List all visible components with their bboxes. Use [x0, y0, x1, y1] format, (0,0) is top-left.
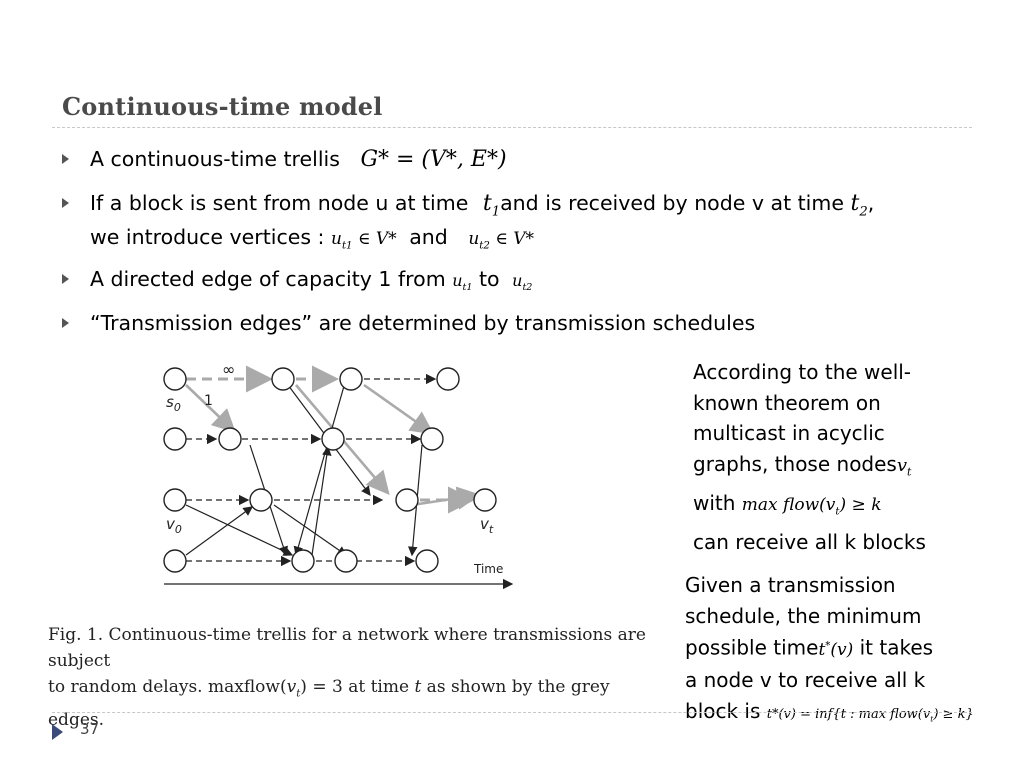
label-v0: v0: [166, 515, 182, 536]
edge: [185, 506, 253, 556]
node-s0: [163, 367, 187, 391]
trellis-diagram: ∞ 1 s0 v0 vt Time: [163, 360, 514, 590]
node-vt: [473, 488, 497, 512]
node: [436, 367, 460, 391]
bullet-arrow-icon: [62, 154, 69, 164]
footer-divider: [52, 712, 972, 713]
figure-caption: Fig. 1. Continuous-time trellis for a ne…: [48, 625, 646, 731]
footer-triangle-icon: [52, 724, 63, 740]
edge: [185, 504, 294, 556]
node: [415, 549, 439, 573]
node: [321, 427, 345, 451]
grey-edge: [411, 486, 481, 510]
page-number: 37: [80, 720, 100, 738]
node: [163, 549, 187, 573]
slide-title: Continuous-time model: [62, 92, 383, 121]
bullet-2-cont: we introduce vertices : ut1 ∈ V* and ut2…: [90, 225, 535, 252]
node: [163, 427, 187, 451]
node: [249, 488, 273, 512]
bullet-1: A continuous-time trellis G* = (V*, E*): [62, 145, 507, 174]
side-note-theorem: According to the well- known theorem on …: [693, 360, 926, 555]
bullet-3: A directed edge of capacity 1 from ut1 t…: [62, 265, 532, 302]
edge: [273, 504, 347, 556]
node: [218, 427, 242, 451]
label-infinity: ∞: [222, 360, 235, 379]
side-note-definition: Given a transmission schedule, the minim…: [685, 573, 974, 724]
grey-edge: [185, 384, 236, 433]
node: [334, 549, 358, 573]
node: [271, 367, 295, 391]
node: [420, 427, 444, 451]
label-s0: s0: [166, 393, 181, 414]
grey-edge: [363, 383, 435, 435]
bullet-4: “Transmission edges” are determined by t…: [62, 309, 755, 337]
trellis-formula: G* = (V*, E*): [360, 147, 507, 172]
bullet-arrow-icon: [62, 274, 69, 284]
label-capacity: 1: [204, 393, 213, 409]
label-time: Time: [473, 562, 503, 576]
label-vt: vt: [480, 515, 494, 536]
bullet-2: If a block is sent from node u at time t…: [62, 189, 874, 226]
node: [291, 549, 315, 573]
title-divider: [52, 127, 972, 128]
edge: [311, 445, 332, 556]
node-v0: [163, 488, 187, 512]
node: [395, 488, 419, 512]
bullet-arrow-icon: [62, 318, 69, 328]
node: [339, 367, 363, 391]
bullet-arrow-icon: [62, 198, 69, 208]
